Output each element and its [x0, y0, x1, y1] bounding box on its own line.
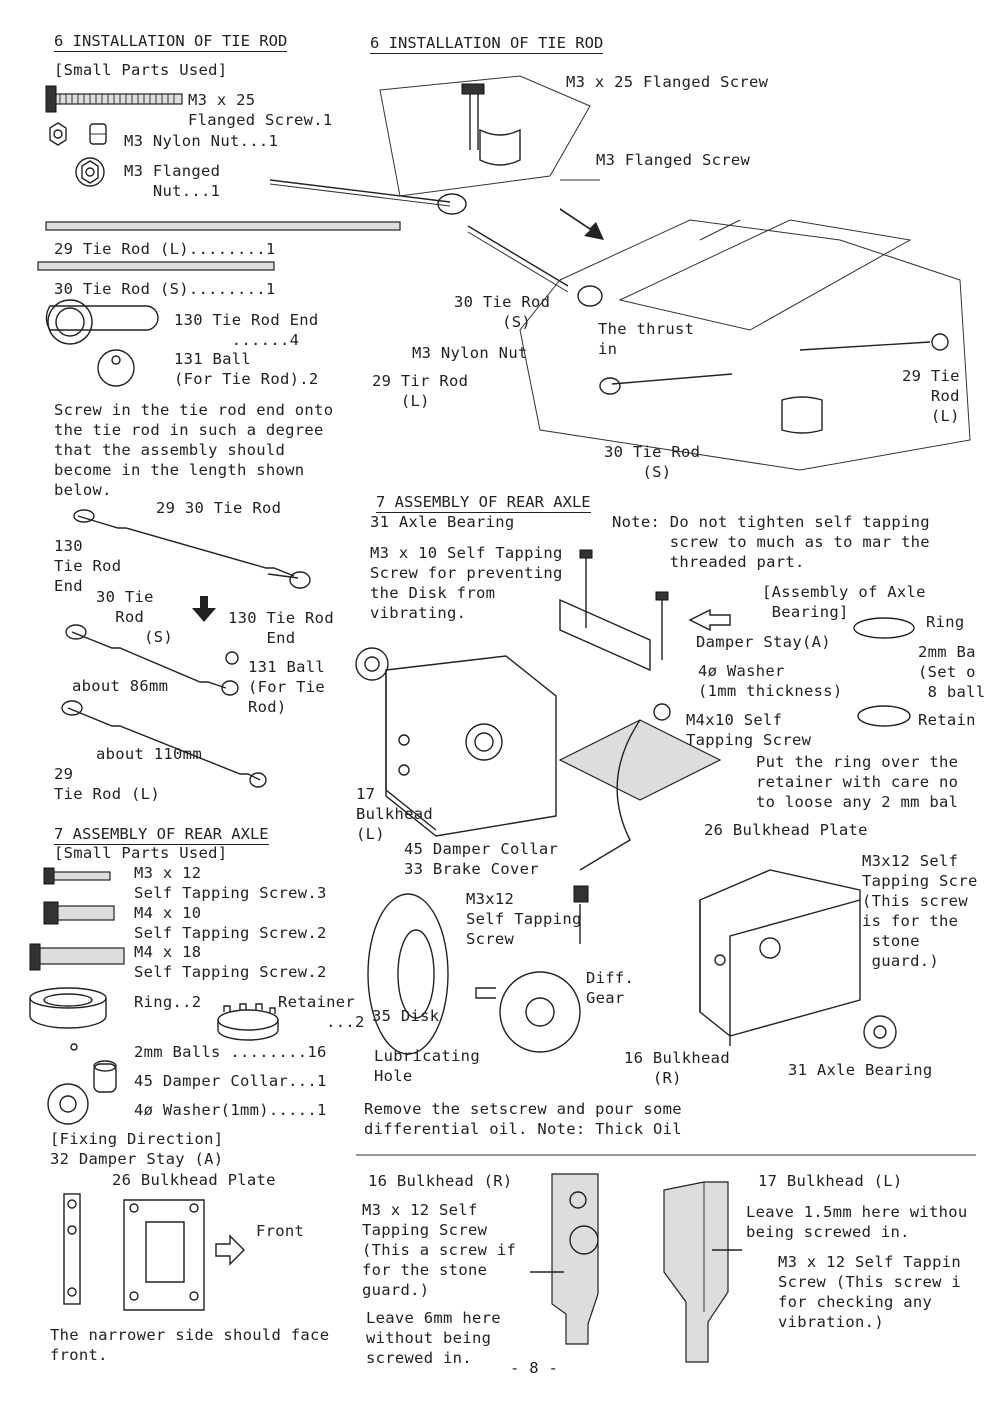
label-thrust: The thrust in	[598, 320, 695, 358]
nylon-nut-drawing	[49, 122, 107, 146]
label-33-brake-cover: 33 Brake Cover	[404, 860, 539, 878]
label-nylon-nut: M3 Nylon Nut	[412, 344, 528, 362]
label-35-disk: 35 Disk	[372, 1007, 440, 1025]
label-30-tie-rod: 30 Tie Rod (S)	[454, 293, 551, 331]
label-m3x12-right: M3 x 12 Self Tappin Screw (This screw i …	[778, 1253, 962, 1331]
diagram-30-tie-label: 30 Tie Rod (S)	[96, 588, 174, 646]
fixing-front-label: Front	[256, 1222, 305, 1240]
label-washer: 4ø Washer (1mm thickness)	[698, 662, 843, 700]
label-29-tir-rod: 29 Tir Rod (L)	[372, 372, 469, 410]
ball-drawing	[97, 349, 135, 387]
label-m3x12-left: M3 x 12 Self Tapping Screw (This a screw…	[362, 1201, 517, 1299]
note-self-tapping: Note: Do not tighten self tapping screw …	[612, 513, 930, 571]
small-parts-heading: [Small Parts Used]	[54, 61, 228, 79]
part-131-label: 131 Ball (For Tie Rod).2	[174, 350, 319, 388]
bulkhead-r-section-drawing	[530, 1173, 599, 1345]
tie-rod-assembly-diagram	[61, 509, 311, 788]
label-31-axle-bearing-b: 31 Axle Bearing	[788, 1061, 933, 1079]
label-m3x25-flanged: M3 x 25 Flanged Screw	[566, 73, 769, 91]
part-45-label: 45 Damper Collar...1	[134, 1072, 327, 1090]
tie-rod-install-drawing	[269, 75, 971, 471]
about-86mm-label: about 86mm	[72, 677, 169, 695]
tie-rod-instruction: Screw in the tie rod end onto the tie ro…	[54, 401, 334, 499]
fixing-direction-heading: [Fixing Direction]	[50, 1130, 224, 1148]
rear-axle-exploded-drawing	[355, 549, 915, 1055]
label-31-axle-bearing: 31 Axle Bearing	[370, 513, 515, 531]
label-17-bulkhead: 17 Bulkhead (L)	[356, 785, 434, 843]
heading-tie-rod-right: 6 INSTALLATION OF TIE ROD	[370, 34, 604, 54]
diagram-29-l-label: 29 Tie Rod (L)	[54, 765, 160, 803]
flanged-nut-drawing	[75, 157, 105, 187]
label-2mm-balls: 2mm Ba (Set o 8 ball	[918, 643, 986, 701]
part-ring-label: Ring..2	[134, 993, 202, 1011]
fixing-direction-drawing	[63, 1193, 245, 1311]
small-parts-heading-2: [Small Parts Used]	[54, 844, 228, 862]
part-retainer-label: Retainer ...2	[278, 993, 365, 1031]
small-screws-drawing	[29, 867, 125, 971]
label-lubricating-hole: Lubricating Hole	[374, 1047, 480, 1085]
tie-rod-l-drawing	[37, 221, 401, 271]
fixing-note: The narrower side should face front.	[50, 1326, 330, 1364]
label-leave-1-5mm: Leave 1.5mm here withou being screwed in…	[746, 1203, 968, 1241]
retainer-drawing	[217, 1003, 279, 1041]
label-ring: Ring	[926, 613, 965, 631]
label-put-ring: Put the ring over the retainer with care…	[756, 753, 959, 811]
heading-rear-axle-left: 7 ASSEMBLY OF REAR AXLE	[54, 825, 269, 845]
heading-rear-axle-right: 7 ASSEMBLY OF REAR AXLE	[376, 493, 591, 513]
label-m3x12-a: M3x12 Self Tapping Screw	[466, 890, 582, 948]
fixing-26-label: 26 Bulkhead Plate	[112, 1171, 276, 1189]
ring-drawing	[29, 987, 107, 1029]
label-m3x12-b: M3x12 Self Tapping Scre (This screw is f…	[862, 852, 978, 970]
part-130-label: 130 Tie Rod End ......4	[174, 311, 319, 349]
label-30-tie-rod-b: 30 Tie Rod (S)	[604, 443, 701, 481]
label-45-damper-collar: 45 Damper Collar	[404, 840, 559, 858]
bulkhead-l-section-drawing	[663, 1181, 742, 1363]
part-flanged-nut-label: M3 Flanged Nut...1	[124, 162, 221, 200]
flanged-screw-drawing	[45, 85, 183, 113]
part-29-label: 29 Tie Rod (L)........1	[54, 240, 276, 258]
label-m3x10: M3 x 10 Self Tapping Screw for preventin…	[370, 544, 563, 622]
diagram-tie-rod-label: 29 30 Tie Rod	[156, 499, 282, 517]
part-m4x18-label: M4 x 18 Self Tapping Screw.2	[134, 943, 327, 981]
label-m3-flanged: M3 Flanged Screw	[596, 151, 751, 169]
remove-setscrew-note: Remove the setscrew and pour some differ…	[364, 1100, 682, 1138]
diagram-130-end-label: 130 Tie Rod End	[54, 537, 122, 595]
part-washer-label: 4ø Washer(1mm).....1	[134, 1101, 327, 1119]
part-m4x10-label: M4 x 10 Self Tapping Screw.2	[134, 904, 327, 942]
part-nylon-nut-label: M3 Nylon Nut...1	[124, 132, 279, 150]
about-110mm-label: about 110mm	[96, 745, 202, 763]
heading-tie-rod-left: 6 INSTALLATION OF TIE ROD	[54, 32, 288, 52]
part-30-label: 30 Tie Rod (S)........1	[54, 280, 276, 298]
label-16-bulkhead-r: 16 Bulkhead (R)	[368, 1172, 513, 1190]
label-leave-6mm: Leave 6mm here without being screwed in.	[366, 1309, 501, 1367]
part-balls-label: 2mm Balls ........16	[134, 1043, 327, 1061]
diagram-130-end-b-label: 130 Tie Rod End	[228, 609, 334, 647]
part-m3x12-label: M3 x 12 Self Tapping Screw.3	[134, 864, 327, 902]
label-29-tie-rod-right: 29 Tie Rod (L)	[902, 367, 960, 425]
diagram-131-label: 131 Ball (For Tie Rod)	[248, 658, 326, 716]
part-m3x25-label: M3 x 25 Flanged Screw.1	[188, 91, 333, 129]
balls-collar-washer-drawing	[47, 1043, 117, 1125]
label-retainer: Retain	[918, 711, 976, 729]
label-26-bulkhead-plate: 26 Bulkhead Plate	[704, 821, 868, 839]
page-number: - 8 -	[510, 1359, 559, 1377]
label-diff-gear: Diff. Gear	[586, 969, 635, 1007]
label-m4x10: M4x10 Self Tapping Screw	[686, 711, 812, 749]
label-17-bulkhead-l: 17 Bulkhead (L)	[758, 1172, 903, 1190]
tie-rod-end-drawing	[45, 299, 159, 345]
label-damper-stay: Damper Stay(A)	[696, 633, 831, 651]
label-assembly-axle-bearing: [Assembly of Axle Bearing]	[762, 583, 926, 621]
fixing-32-label: 32 Damper Stay (A)	[50, 1150, 224, 1168]
label-16-bulkhead: 16 Bulkhead (R)	[624, 1049, 730, 1087]
